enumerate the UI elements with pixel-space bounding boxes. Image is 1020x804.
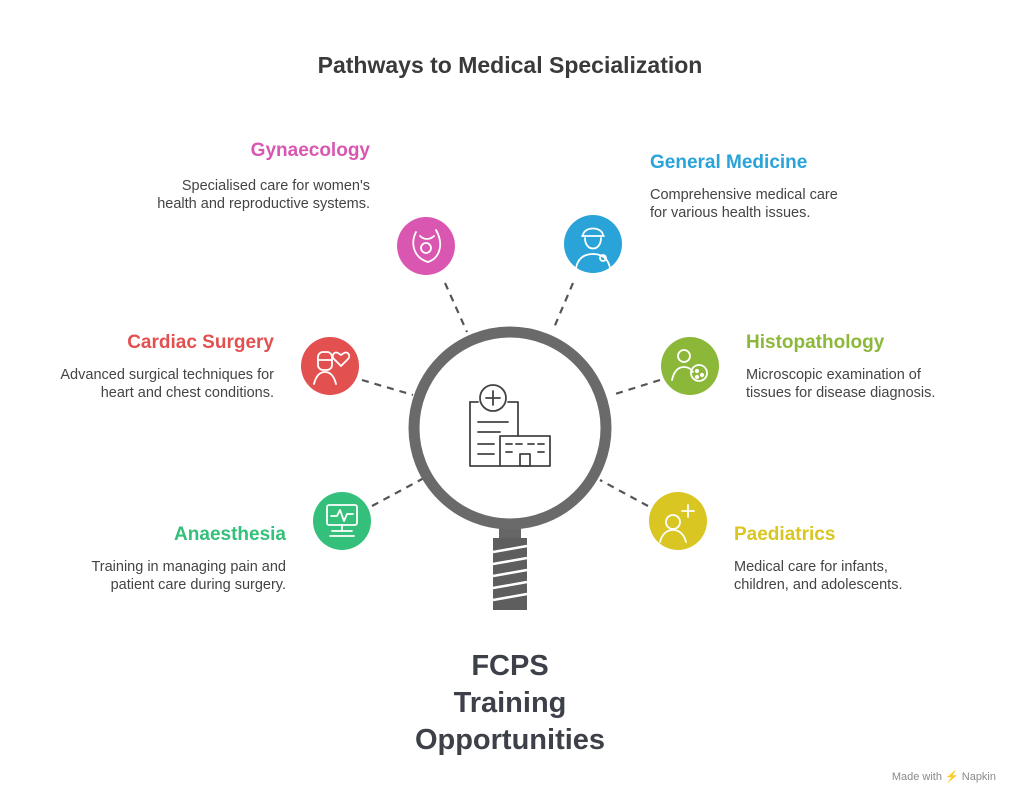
magnifier-lens xyxy=(408,326,612,530)
page-title: Pathways to Medical Specialization xyxy=(317,52,703,78)
connectors xyxy=(361,282,661,507)
connector-cardiac-surgery xyxy=(361,378,414,397)
child-care-icon xyxy=(649,492,707,550)
anaesthesia-heading: Anaesthesia xyxy=(174,524,286,545)
gynaecology-heading: Gynaecology xyxy=(250,140,370,161)
connector-gynaecology xyxy=(443,282,469,333)
paediatrics-heading: Paediatrics xyxy=(734,524,836,545)
histopathology-heading: Histopathology xyxy=(746,332,885,353)
made-with-napkin-footer: Made with ⚡ Napkin xyxy=(891,771,996,783)
doctor-icon xyxy=(564,215,622,273)
histopathology-description: Microscopic examination of tissues for d… xyxy=(746,367,936,401)
monitor-icon xyxy=(313,492,371,550)
hospital-clipboard-icon xyxy=(469,384,551,467)
connector-anaesthesia xyxy=(371,477,425,507)
surgeon-heart-icon xyxy=(301,337,359,395)
center-title-line-2: Training xyxy=(453,687,567,719)
gynaecology-description: Specialised care for women's health and … xyxy=(157,178,370,212)
cardiac-surgery-heading: Cardiac Surgery xyxy=(127,332,274,353)
general-medicine-heading: General Medicine xyxy=(650,152,808,173)
paediatrics-description: Medical care for infants, children, and … xyxy=(734,559,903,593)
general-medicine-description: Comprehensive medical care for various h… xyxy=(650,187,838,221)
connector-paediatrics xyxy=(599,479,649,507)
magnifier-handle xyxy=(492,524,528,610)
connector-general-medicine xyxy=(551,282,575,331)
connector-histopathology xyxy=(611,378,661,397)
cardiac-surgery-description: Advanced surgical techniques for heart a… xyxy=(60,367,274,401)
center-title-line-3: Opportunities xyxy=(414,724,606,756)
anaesthesia-description: Training in managing pain and patient ca… xyxy=(91,559,286,593)
center-title: FCPS Training Opportunities xyxy=(360,648,660,759)
uterus-icon xyxy=(397,217,455,275)
center-title-line-1: FCPS xyxy=(471,650,549,682)
tissue-cell-icon xyxy=(661,337,719,395)
